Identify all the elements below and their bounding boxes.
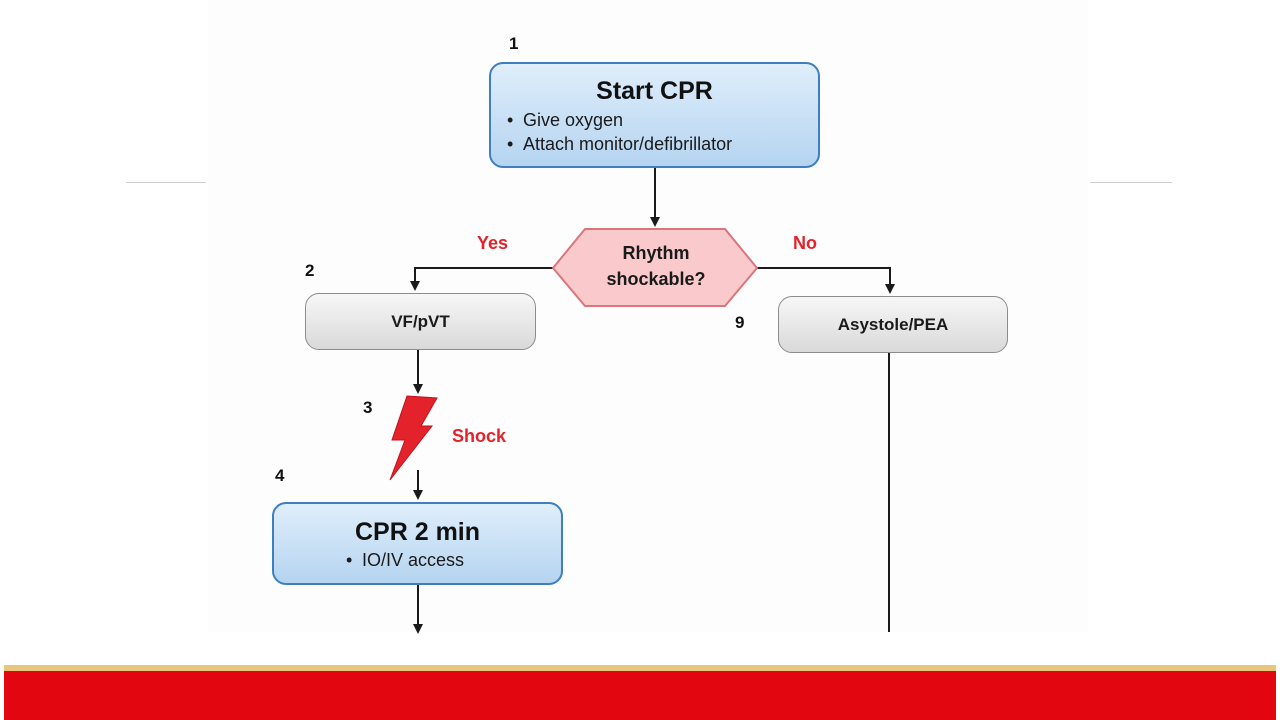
vf-pvt-label: VF/pVT xyxy=(391,311,450,331)
divider-right xyxy=(1090,182,1172,183)
decision-diamond xyxy=(551,228,759,307)
cpr-2-min-title: CPR 2 min xyxy=(354,518,481,546)
yes-label: Yes xyxy=(477,233,509,253)
vf-pvt-box: VF/pVT xyxy=(305,293,536,350)
step-number-1: 1 xyxy=(509,34,519,53)
start-cpr-bullets: Give oxygen Attach monitor/defibrillator xyxy=(507,108,818,156)
start-cpr-title: Start CPR xyxy=(596,77,713,105)
divider-left xyxy=(126,182,206,183)
cpr-2-min-box: CPR 2 min IO/IV access xyxy=(272,502,563,585)
bullet-attach-monitor: Attach monitor/defibrillator xyxy=(507,132,818,156)
decision-label: Rhythm shockable? xyxy=(568,240,744,292)
asystole-pea-box: Asystole/PEA xyxy=(778,296,1008,353)
connector-no-branch xyxy=(757,267,895,294)
step-number-2: 2 xyxy=(305,261,315,280)
no-label: No xyxy=(793,233,817,253)
step-number-3: 3 xyxy=(363,398,373,417)
lightning-bolt-icon xyxy=(389,395,438,481)
decision-line-2: shockable? xyxy=(606,269,706,289)
connector-yes-branch xyxy=(410,267,553,291)
shock-label: Shock xyxy=(452,426,507,446)
step-number-4: 4 xyxy=(275,466,285,485)
cpr-2-min-bullets: IO/IV access xyxy=(346,548,561,572)
footer-red-bar xyxy=(4,671,1276,720)
bullet-give-oxygen: Give oxygen xyxy=(507,108,818,132)
asystole-pea-label: Asystole/PEA xyxy=(837,314,949,334)
footer-gold-stripe xyxy=(4,665,1276,671)
start-cpr-box: Start CPR Give oxygen Attach monitor/def… xyxy=(489,62,820,168)
step-number-9: 9 xyxy=(735,313,745,332)
decision-line-1: Rhythm xyxy=(622,243,690,263)
bullet-io-iv-access: IO/IV access xyxy=(346,548,561,572)
